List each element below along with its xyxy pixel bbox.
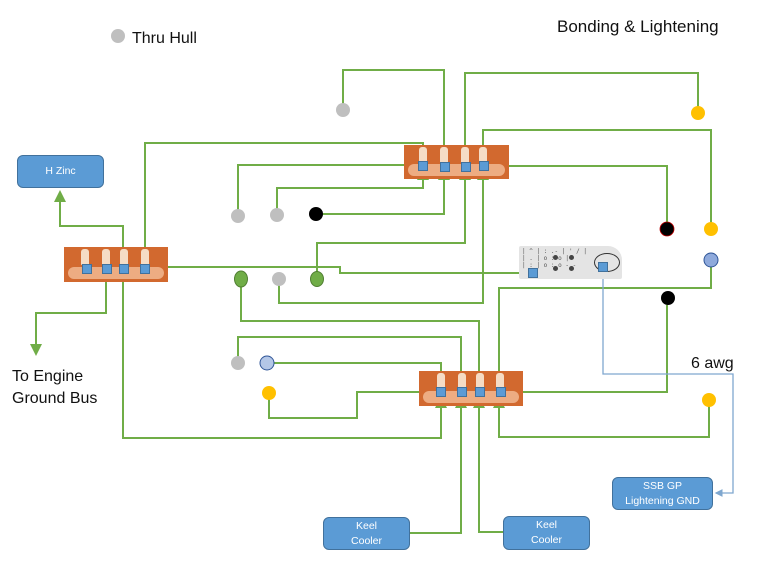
bus-terminal[interactable]: [475, 387, 485, 397]
green-node[interactable]: [234, 270, 248, 288]
bus-post: [120, 249, 128, 265]
wire: [276, 168, 429, 214]
plate-hole: [553, 255, 558, 260]
thru-hull-node[interactable]: [336, 103, 350, 117]
bus-post: [419, 147, 427, 163]
bus-terminal[interactable]: [436, 387, 446, 397]
keel-cooler-box-1[interactable]: Keel Cooler: [323, 517, 410, 550]
plate-terminal[interactable]: [528, 268, 538, 278]
wire: [473, 396, 503, 533]
bus-terminal[interactable]: [82, 264, 92, 274]
wire: [237, 336, 467, 387]
wire: [268, 386, 438, 419]
keel-cooler-box-2[interactable]: Keel Cooler: [503, 516, 590, 550]
bus-bar-left[interactable]: [64, 247, 168, 282]
wire: [148, 261, 530, 274]
bus-post: [479, 147, 487, 163]
thru-hull-legend-icon: [111, 29, 125, 43]
black-node[interactable]: [659, 221, 675, 237]
bus-post: [461, 147, 469, 163]
wire: [278, 168, 489, 304]
black-node[interactable]: [309, 207, 323, 221]
keel-cooler-label: Keel Cooler: [531, 519, 562, 546]
bus-post: [81, 249, 89, 265]
bus-post: [458, 373, 466, 389]
bus-terminal[interactable]: [457, 387, 467, 397]
lightning-wire: [602, 272, 734, 497]
diagram-title: Bonding & Lightening: [557, 17, 719, 36]
bus-post: [440, 147, 448, 163]
plate-hole: [569, 255, 574, 260]
ssb-ground-label: SSB GP Lightening GND: [625, 479, 700, 507]
yellow-node[interactable]: [704, 222, 718, 236]
thru-hull-node[interactable]: [231, 209, 245, 223]
bus-terminal[interactable]: [119, 264, 129, 274]
yellow-node[interactable]: [691, 106, 705, 120]
bus-terminal[interactable]: [140, 264, 150, 274]
wire: [322, 168, 450, 215]
bus-post: [141, 249, 149, 265]
bus-bar-top[interactable]: [404, 145, 509, 179]
plate-hole: [569, 266, 574, 271]
bus-terminal[interactable]: [440, 162, 450, 172]
engine-ground-label: To Engine Ground Bus: [12, 368, 98, 407]
wire: [503, 305, 668, 398]
thru-hull-node[interactable]: [270, 208, 284, 222]
wire: [459, 72, 699, 164]
thru-hull-node[interactable]: [231, 356, 245, 370]
wire: [485, 160, 668, 228]
ground-plate-sketch: | ^ | : .- | ' / || . | o : o || : | o :…: [522, 248, 588, 269]
thru-hull-node[interactable]: [272, 272, 286, 286]
wire: [237, 159, 420, 215]
wire: [316, 168, 471, 278]
bus-post: [437, 373, 445, 389]
legend-label: Thru Hull: [132, 30, 197, 47]
plate-terminal[interactable]: [598, 262, 608, 272]
wire: [493, 396, 710, 438]
wire: [410, 396, 467, 534]
keel-cooler-label: Keel Cooler: [351, 519, 382, 547]
ssb-ground-box[interactable]: SSB GP Lightening GND: [612, 477, 713, 510]
h-zinc-box[interactable]: H Zinc: [17, 155, 104, 188]
wire-gauge-label: 6 awg: [691, 355, 734, 372]
yellow-node[interactable]: [262, 386, 276, 400]
bus-terminal[interactable]: [461, 162, 471, 172]
bus-bar-base: [423, 391, 519, 403]
black-node[interactable]: [661, 291, 675, 305]
wire: [240, 286, 485, 387]
light-blue-node[interactable]: [703, 252, 719, 268]
bus-post: [102, 249, 110, 265]
bus-post: [476, 373, 484, 389]
bus-post: [496, 373, 504, 389]
wire: [54, 190, 124, 267]
light-blue-node[interactable]: [259, 355, 275, 371]
bus-terminal[interactable]: [479, 161, 489, 171]
wire: [493, 266, 712, 387]
plate-hole: [553, 266, 558, 271]
wire: [342, 69, 450, 164]
bus-terminal[interactable]: [102, 264, 112, 274]
yellow-node[interactable]: [702, 393, 716, 407]
bus-terminal[interactable]: [496, 387, 506, 397]
green-node[interactable]: [310, 271, 324, 287]
bus-terminal[interactable]: [418, 161, 428, 171]
wire: [30, 274, 107, 356]
wire: [122, 277, 447, 439]
